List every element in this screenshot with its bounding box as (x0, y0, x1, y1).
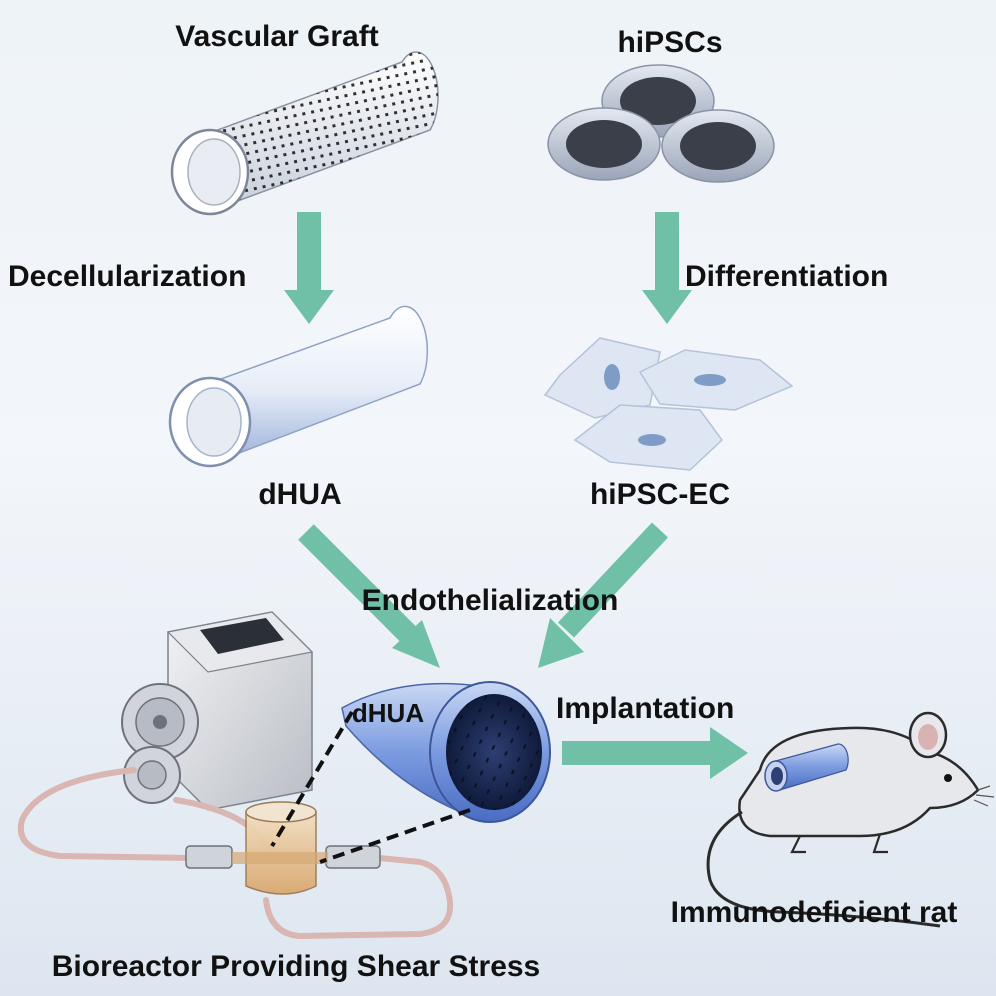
dhua-label: dHUA (258, 478, 341, 511)
dhua-tube-label: dHUA (352, 698, 424, 728)
arrow-dhua-to-center (298, 524, 440, 668)
bioreactor-pump (121, 611, 314, 811)
hipscs-label: hiPSCs (617, 26, 722, 59)
arrow-implantation (562, 727, 748, 779)
hipsc-ec-label: hiPSC-EC (590, 478, 730, 511)
hipsc-ec-cells (543, 337, 794, 471)
zoom-lines (270, 710, 471, 864)
implantation-label: Implantation (556, 692, 734, 725)
arrow-decellularization (284, 212, 334, 324)
differentiation-label: Differentiation (685, 260, 888, 293)
arrow-ec-to-center (538, 522, 669, 668)
rat (706, 711, 995, 928)
vascular-graft-label: Vascular Graft (175, 20, 378, 53)
bioreactor-label: Bioreactor Providing Shear Stress (52, 950, 541, 983)
vascular-graft (170, 51, 439, 216)
endothelialization-label: Endothelialization (362, 584, 619, 617)
bioreactor-chamber (185, 801, 381, 895)
hipscs-cells (547, 64, 775, 183)
rat-label: Immunodeficient rat (671, 896, 958, 929)
arrow-differentiation (642, 212, 692, 324)
decellularization-label: Decellularization (8, 260, 246, 293)
dhua-tube-plain (168, 305, 429, 468)
dhua-tube-endothelialized (341, 681, 551, 824)
